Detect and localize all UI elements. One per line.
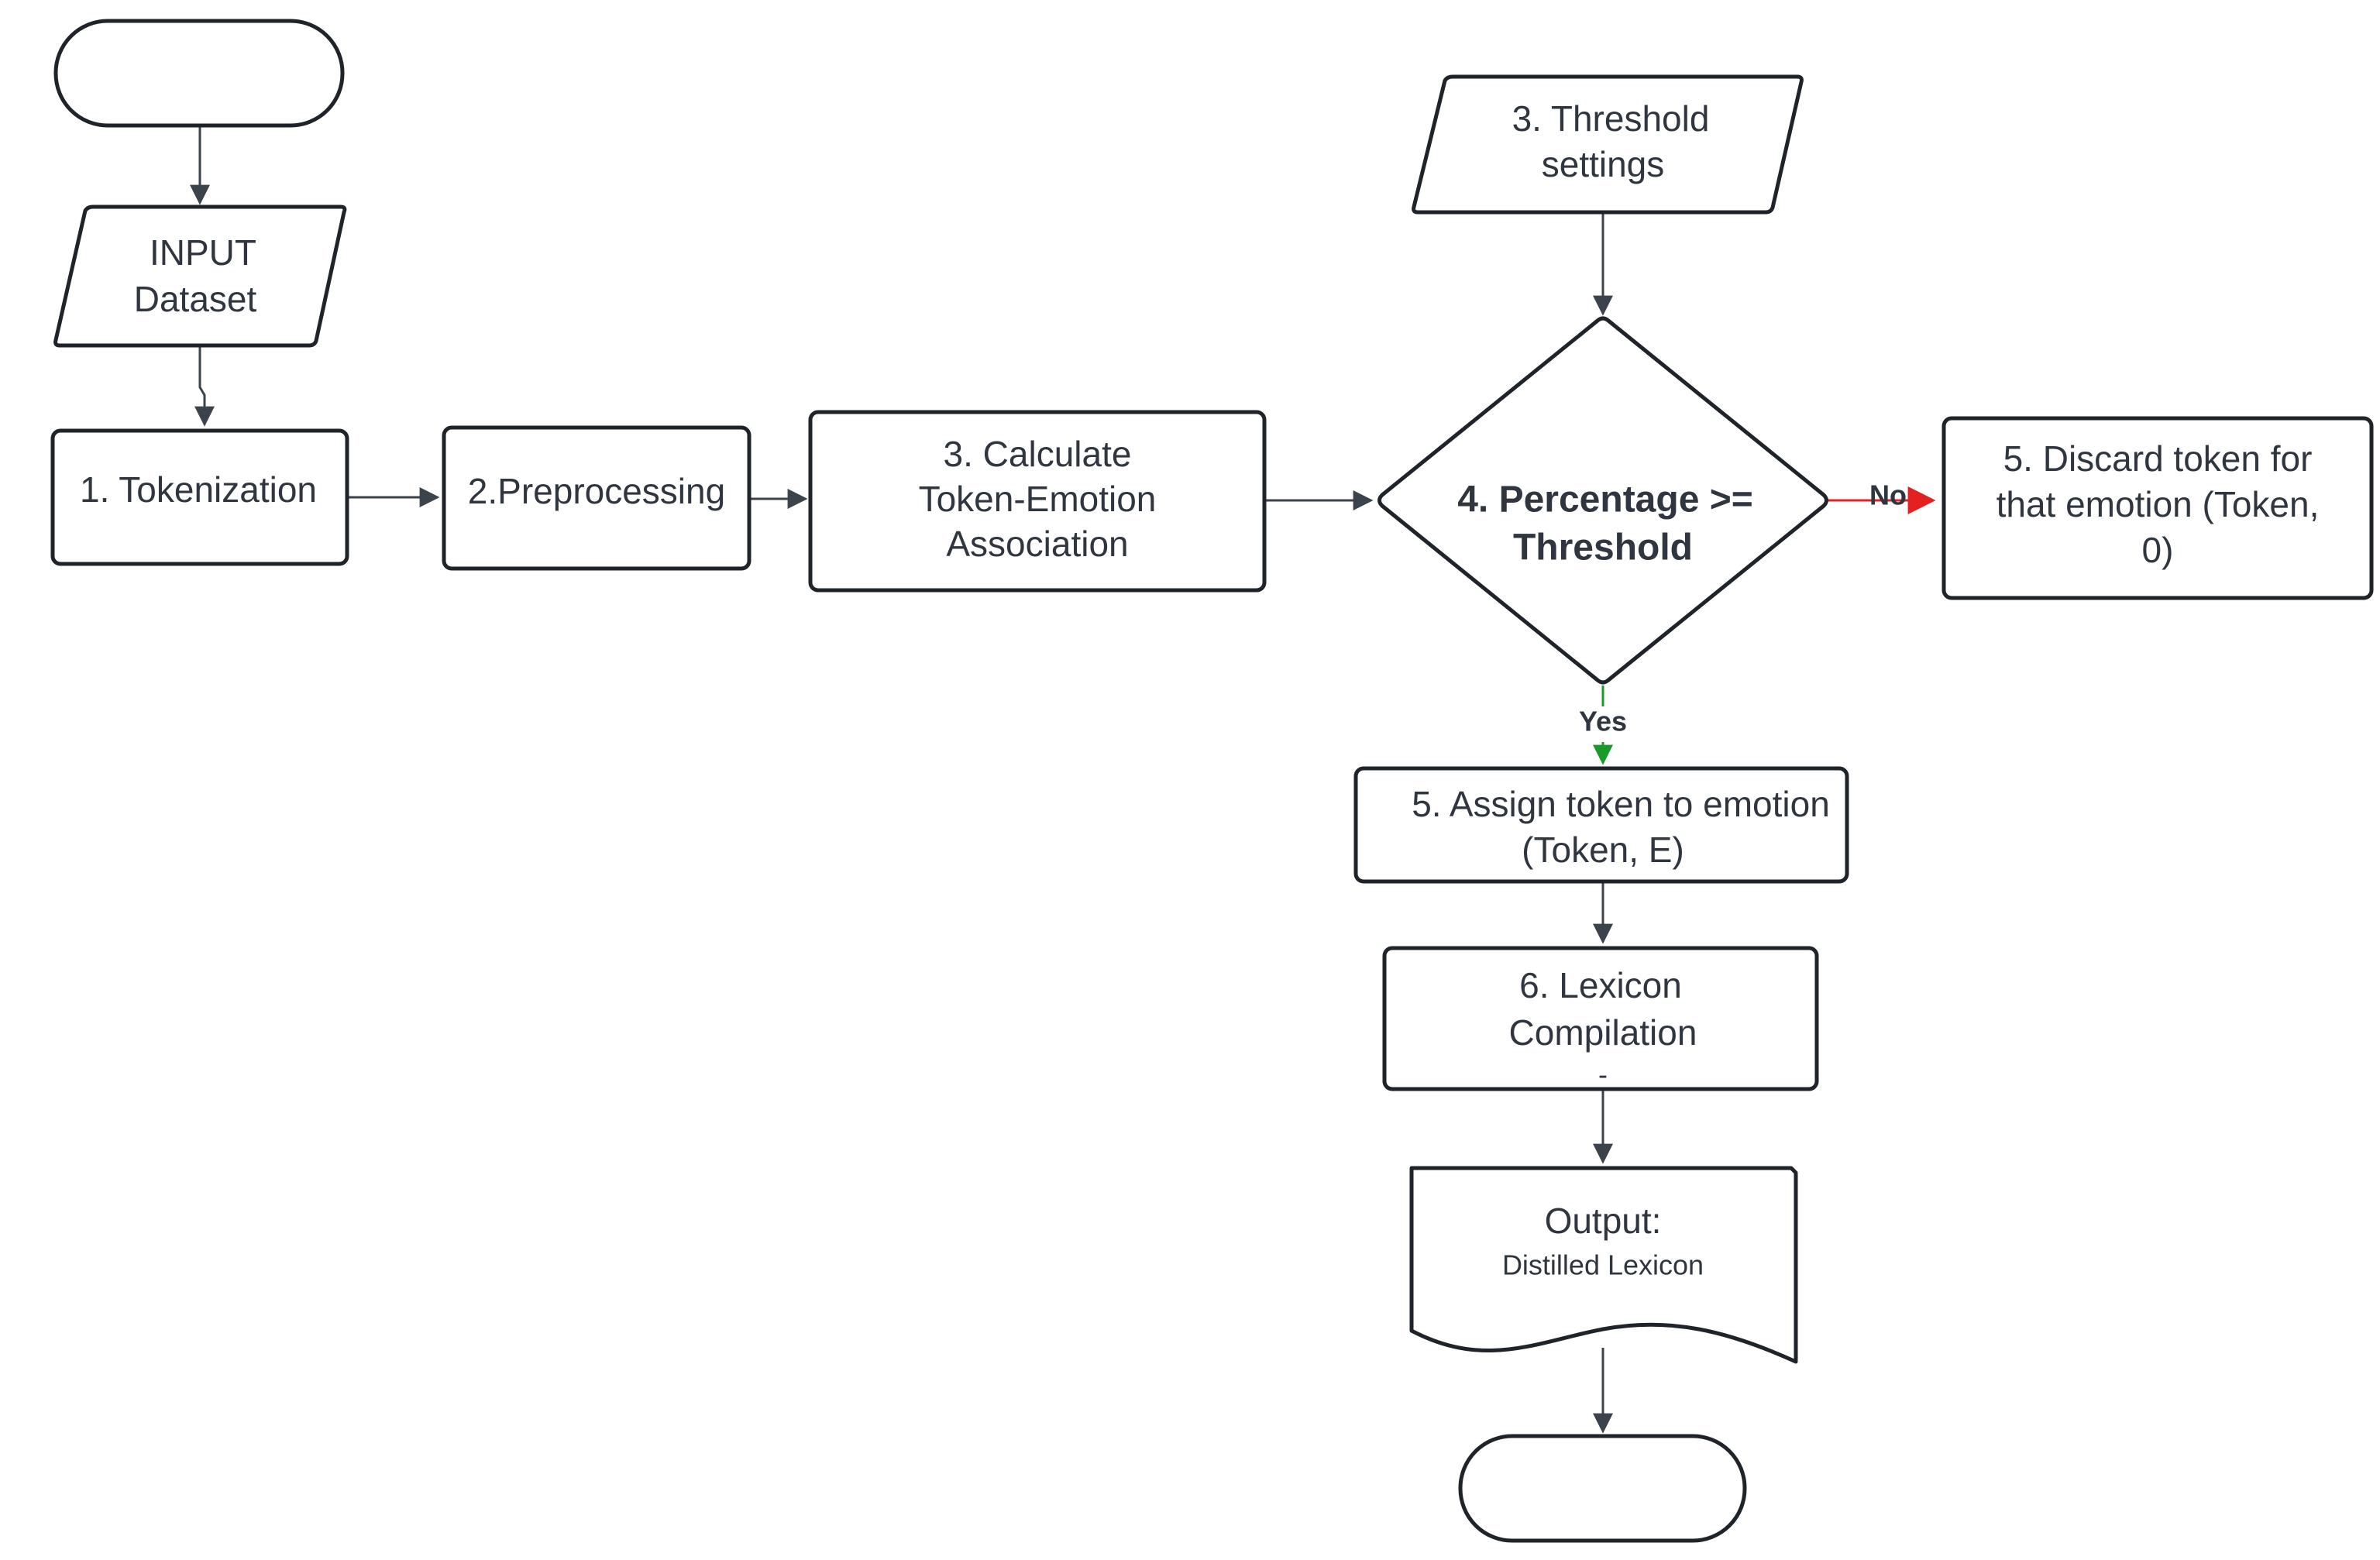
start-terminal <box>53 19 345 128</box>
tokenization-label: 1. Tokenization <box>80 469 317 510</box>
lexicon-compilation-node: 6. Lexicon Compilation - <box>1382 946 1819 1091</box>
decision-node: 4. Percentage >= Threshold <box>1377 316 1828 685</box>
output-document-node: Output: Distilled Lexicon <box>1409 1166 1798 1364</box>
lexicon-compilation-line2: Compilation <box>1509 1012 1697 1053</box>
discard-token-line1: 5. Discard token for <box>2003 438 2313 479</box>
tokenization-node: 1. Tokenization <box>50 428 349 566</box>
decision-line2: Threshold <box>1513 527 1693 569</box>
connectors <box>190 126 1936 1434</box>
yes-branch-label: Yes <box>1579 706 1627 737</box>
calculate-association-line2: Token-Emotion <box>919 479 1157 519</box>
assign-token-line2: (Token, E) <box>1522 830 1684 870</box>
input-dataset-line2: Dataset <box>134 279 257 319</box>
lexicon-compilation-marker: - <box>1598 1059 1608 1091</box>
calculate-association-node: 3. Calculate Token-Emotion Association <box>808 410 1267 593</box>
decision-line1: 4. Percentage >= <box>1457 479 1753 521</box>
calculate-association-line1: 3. Calculate <box>944 434 1132 474</box>
no-branch-label: No <box>1869 479 1907 511</box>
lexicon-compilation-line1: 6. Lexicon <box>1519 965 1682 1005</box>
discard-token-line3: 0) <box>2142 530 2174 570</box>
threshold-settings-line1: 3. Threshold <box>1512 98 1710 139</box>
input-dataset-line1: INPUT <box>150 232 256 273</box>
output-document-line2: Distilled Lexicon <box>1502 1249 1704 1281</box>
preprocessing-label: 2.Preprocessing <box>468 471 725 511</box>
input-dataset-node: INPUT Dataset <box>53 204 347 348</box>
assign-token-node: 5. Assign token to emotion (Token, E) <box>1353 766 1849 884</box>
discard-token-node: 5. Discard token for that emotion (Token… <box>1941 416 2374 600</box>
edge-input-to-tokenization <box>194 347 215 427</box>
preprocessing-node: 2.Preprocessing <box>442 425 751 571</box>
threshold-settings-line2: settings <box>1542 144 1665 184</box>
threshold-settings-node: 3. Threshold settings <box>1412 74 1804 215</box>
output-document-line1: Output: <box>1545 1201 1662 1241</box>
calculate-association-line3: Association <box>946 524 1128 564</box>
assign-token-line1: 5. Assign token to emotion <box>1412 784 1830 824</box>
end-terminal <box>1458 1434 1747 1543</box>
discard-token-line2: that emotion (Token, <box>1997 484 2320 524</box>
